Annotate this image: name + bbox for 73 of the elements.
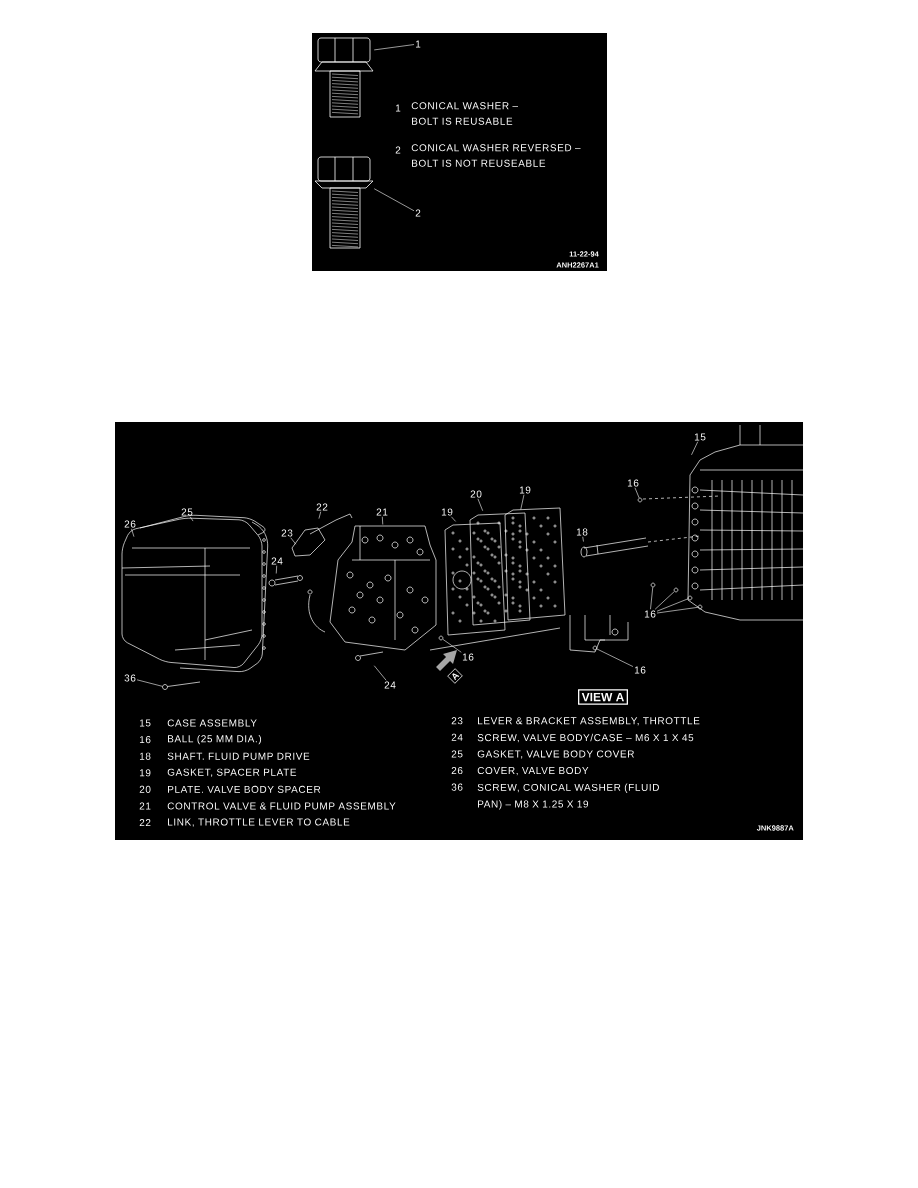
callout-number: 18 [576,528,588,536]
part-number: 20 [139,785,151,793]
part-number: 25 [451,750,463,758]
leader-line [451,516,456,522]
callout-number: 16 [644,610,656,618]
leader-line [290,537,297,545]
part-number: 18 [139,752,151,760]
callout-number: 21 [376,508,388,516]
bolt-drawing [314,37,374,118]
callout-number: 20 [470,490,482,498]
part-description: CONTROL VALVE & FLUID PUMP ASSEMBLY [167,802,396,810]
part-description: GASKET, SPACER PLATE [167,768,297,777]
part-description: COVER, VALVE BODY [477,767,589,776]
leader-line [189,516,194,522]
leader-line [691,441,699,456]
item-number: 1 [395,104,401,112]
leader-line [634,487,640,499]
callout-number: 24 [271,557,283,565]
part-description: BALL (25 MM DIA.) [168,734,262,745]
part-description: SCREW, CONICAL WASHER (FLUID PAN) – M8 X 1.25 X 19 [477,783,659,810]
part-description: PLATE. VALVE BODY SPACER [168,785,321,793]
part-number: 21 [139,802,151,810]
leader-line [382,516,384,525]
part-description: GASKET, VALVE BODY COVER [477,750,634,759]
item-number: 2 [395,146,401,154]
callout-number: 1 [416,40,421,48]
leader-line [373,188,415,212]
view-label: VIEW A [578,689,628,705]
callout-number: 19 [441,508,453,516]
leader-line [656,607,699,614]
leader-line [656,598,689,612]
callout-number: 36 [124,674,136,682]
part-description: LINK, THROTTLE LEVER TO CABLE [168,818,350,827]
screw [162,681,201,690]
part-number: 26 [451,767,463,775]
leader-line [596,648,634,667]
part-description: CASE ASSEMBLY [167,719,257,727]
part-number: 36 [451,783,463,791]
part-number: 23 [451,717,463,725]
callout-number: 19 [519,486,531,494]
callout-number: 16 [627,479,639,487]
callout-number: 16 [462,653,474,661]
part-number: 19 [139,769,151,777]
leader-line [373,44,415,51]
callout-number: 2 [415,209,421,217]
leader-line [131,528,135,537]
part-description: SHAFT. FLUID PUMP DRIVE [167,752,310,760]
callout-number: 24 [384,681,396,689]
callout-number: 15 [694,433,706,441]
part-number: 15 [139,719,151,727]
item-description: CONICAL WASHER – BOLT IS REUSABLE [411,102,518,125]
callout-number: 25 [181,508,193,516]
leader-line [654,591,675,610]
part-description: SCREW, VALVE BODY/CASE – M6 X 1 X 45 [477,733,694,743]
part-description: LEVER & BRACKET ASSEMBLY, THROTTLE [478,717,700,726]
bolt-drawing [314,156,374,249]
leader-line [373,665,387,681]
leader-line [275,565,277,574]
leader-line [136,679,163,687]
item-description: CONICAL WASHER REVERSED – BOLT IS NOT REUSEABLE [411,144,581,167]
part-number: 16 [139,736,151,744]
callout-number: 22 [316,503,328,511]
leader-line [520,494,525,510]
callout-number: 23 [281,529,293,537]
callout-number: 26 [124,520,136,528]
part-number: 24 [451,733,463,741]
leader-line [318,511,322,519]
leader-line [442,639,462,653]
leader-line [582,536,584,542]
part-number: 22 [139,819,151,827]
leader-line [477,498,483,512]
callout-number: 16 [634,666,646,674]
leader-line [650,586,654,610]
